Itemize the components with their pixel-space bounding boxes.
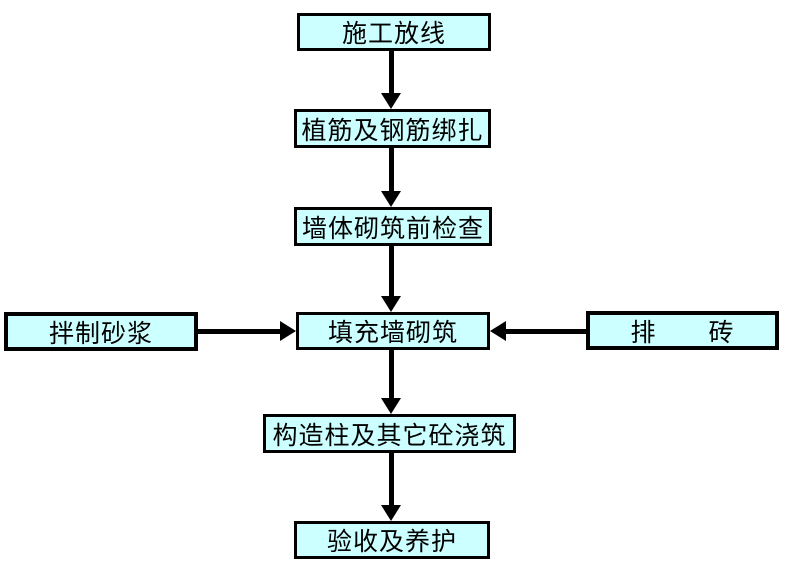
- arrow-stem: [389, 148, 394, 191]
- arrow-stem: [389, 246, 394, 296]
- arrow-left-icon: [490, 321, 506, 341]
- arrow-down-icon: [381, 296, 401, 312]
- arrow-down-icon: [381, 505, 401, 521]
- arrow-down-icon: [381, 398, 401, 414]
- node-mortar-mixing: 拌制砂浆: [4, 312, 198, 351]
- arrow-stem: [198, 329, 280, 334]
- node-rebar-planting-and-binding: 植筋及钢筋绑扎: [294, 109, 491, 148]
- node-column-and-concrete-pour: 构造柱及其它砼浇筑: [263, 414, 516, 453]
- arrow-stem: [389, 453, 394, 505]
- arrow-stem: [506, 329, 586, 334]
- arrow-stem: [389, 350, 394, 398]
- node-construction-layout: 施工放线: [297, 13, 491, 51]
- arrow-stem: [389, 51, 394, 93]
- arrow-down-icon: [381, 191, 401, 207]
- arrow-down-icon: [381, 93, 401, 109]
- node-infill-wall-masonry: 填充墙砌筑: [296, 312, 490, 350]
- arrow-right-icon: [280, 321, 296, 341]
- node-brick-arrangement: 排 砖: [586, 311, 779, 350]
- node-acceptance-and-curing: 验收及养护: [294, 521, 490, 559]
- node-pre-masonry-inspection: 墙体砌筑前检查: [294, 207, 492, 246]
